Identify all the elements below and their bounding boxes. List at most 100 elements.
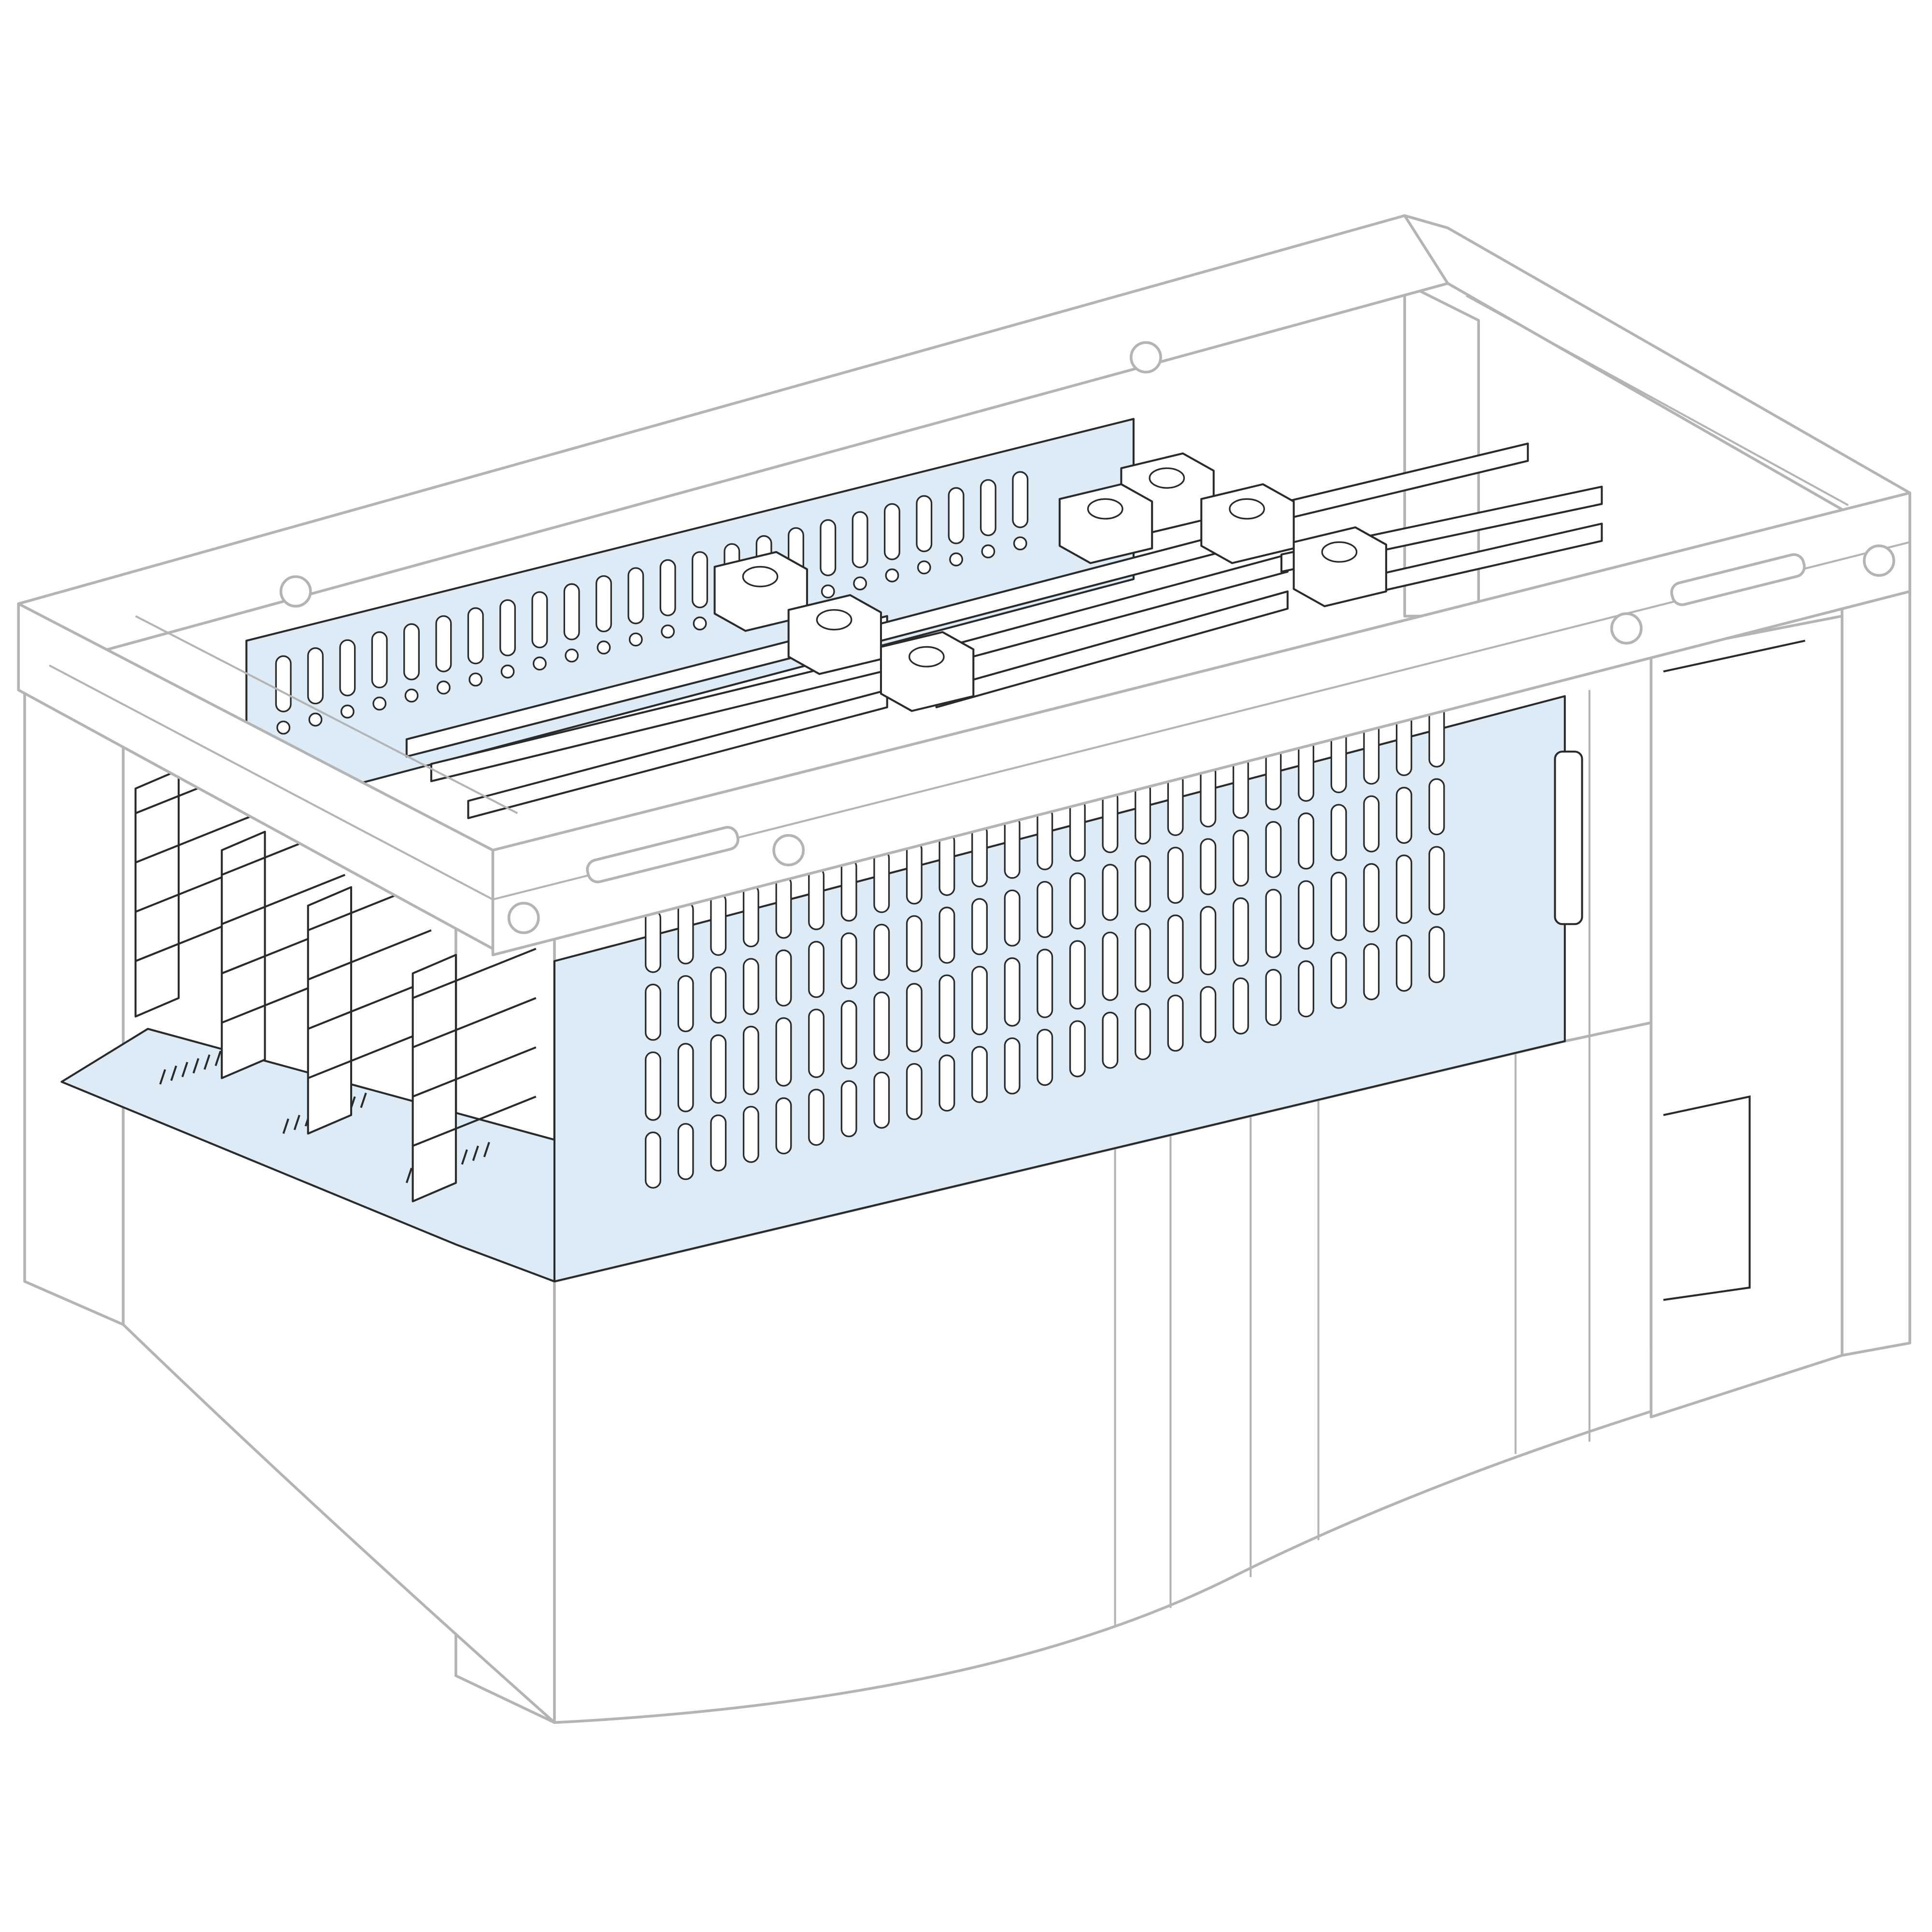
vent-slot <box>1004 815 1021 879</box>
vent-slot <box>710 1034 727 1104</box>
vent-slot <box>883 503 900 560</box>
vent-slot <box>1298 880 1315 950</box>
busbar-edge <box>412 997 537 1049</box>
vent-hole <box>372 696 387 711</box>
vent-slot <box>1428 846 1445 916</box>
vent-slot <box>1167 994 1184 1052</box>
vent-slot <box>775 949 792 1007</box>
vent-slot <box>677 975 694 1033</box>
vent-slot <box>938 907 955 964</box>
frame-slot <box>586 826 739 883</box>
vent-slot <box>1395 935 1412 992</box>
clamp-bolt-hole <box>1087 498 1123 520</box>
vent-hole <box>821 584 835 598</box>
vent-slot <box>563 583 580 640</box>
vent-slot <box>820 519 837 576</box>
vent-slot <box>677 1043 694 1112</box>
vent-slot <box>645 909 662 973</box>
vent-slot <box>1363 863 1380 933</box>
vent-slot <box>645 983 662 1041</box>
vent-slit <box>461 1149 468 1165</box>
vent-slot <box>710 893 727 956</box>
vent-slot <box>1012 471 1029 528</box>
vent-slot <box>916 495 933 553</box>
frame-hole <box>279 575 312 608</box>
vent-slit <box>483 1142 490 1158</box>
vent-hole <box>308 712 323 727</box>
vent-slit <box>203 1054 211 1070</box>
vent-slot <box>775 1017 792 1087</box>
vent-slot <box>1167 914 1184 984</box>
vent-slot <box>852 511 868 568</box>
vent-slot <box>710 966 727 1024</box>
vertical-panel-lines <box>1114 690 1591 1627</box>
vent-slit <box>170 1065 177 1081</box>
vent-slot <box>1265 969 1282 1026</box>
frame-hole <box>1610 612 1643 645</box>
vent-slot <box>971 824 988 888</box>
vent-slot <box>742 1025 759 1095</box>
vent-slot <box>1037 807 1053 870</box>
vent-hole <box>917 560 931 575</box>
vent-slot <box>596 575 612 633</box>
busbar-edge <box>221 874 346 925</box>
vent-slot <box>645 1051 662 1121</box>
vertical-busbar-supports <box>134 763 537 1203</box>
busbar-edge <box>412 1046 537 1098</box>
vent-slot <box>948 487 965 544</box>
vent-hole <box>340 704 355 719</box>
vent-slot <box>1102 1011 1119 1069</box>
vent-slot <box>677 901 694 965</box>
vent-slot <box>659 559 676 616</box>
vent-slot <box>873 1071 890 1129</box>
vent-slit <box>293 1115 300 1130</box>
vent-hole <box>981 544 995 558</box>
vent-slot <box>1200 906 1217 976</box>
vent-slot <box>906 983 923 1052</box>
vent-slit <box>159 1069 166 1085</box>
vent-slot <box>645 1131 662 1189</box>
vent-slot <box>1428 778 1445 836</box>
vent-slot <box>840 1080 857 1137</box>
vent-slot <box>1037 1029 1053 1086</box>
vent-slot <box>710 1114 727 1172</box>
vent-slot <box>339 639 356 696</box>
vent-slot <box>1102 790 1119 853</box>
vent-slot <box>1200 838 1217 895</box>
clamp-bolt-hole <box>1149 467 1185 489</box>
vent-slot <box>627 567 644 625</box>
vent-slot <box>1363 795 1380 852</box>
vent-slot <box>1102 864 1119 921</box>
front-left-post <box>23 688 125 1326</box>
busbar-edge <box>412 1095 537 1147</box>
panel-handle <box>1554 751 1583 925</box>
busbar-clamp <box>787 594 882 675</box>
frame-hole <box>507 902 540 934</box>
front-right-post <box>1840 547 1911 1357</box>
vent-slot <box>467 607 484 665</box>
vent-slot <box>1004 957 1021 1027</box>
vent-slot <box>1135 1003 1151 1061</box>
clamp-bolt-hole <box>816 609 852 631</box>
busbar-edge <box>307 979 432 1030</box>
vent-slot <box>1135 781 1151 845</box>
busbar-edge <box>412 948 537 999</box>
busbar-edge <box>307 929 432 980</box>
vent-hole <box>853 576 867 591</box>
frame-hole <box>772 834 805 867</box>
vent-slot <box>938 833 955 896</box>
busbar-support <box>307 886 353 1135</box>
vent-slot <box>1265 889 1282 958</box>
vent-hole <box>436 681 451 695</box>
left-side-panel <box>122 1083 556 1724</box>
clamp-bolt-hole <box>1321 541 1358 563</box>
vent-slot <box>1298 812 1315 870</box>
busbar-clamp <box>1058 483 1153 564</box>
vent-slit <box>282 1118 289 1134</box>
frame-hole <box>1862 544 1895 577</box>
vent-slot <box>1069 940 1086 1010</box>
vent-hole <box>597 640 611 654</box>
vent-slot <box>873 991 890 1061</box>
